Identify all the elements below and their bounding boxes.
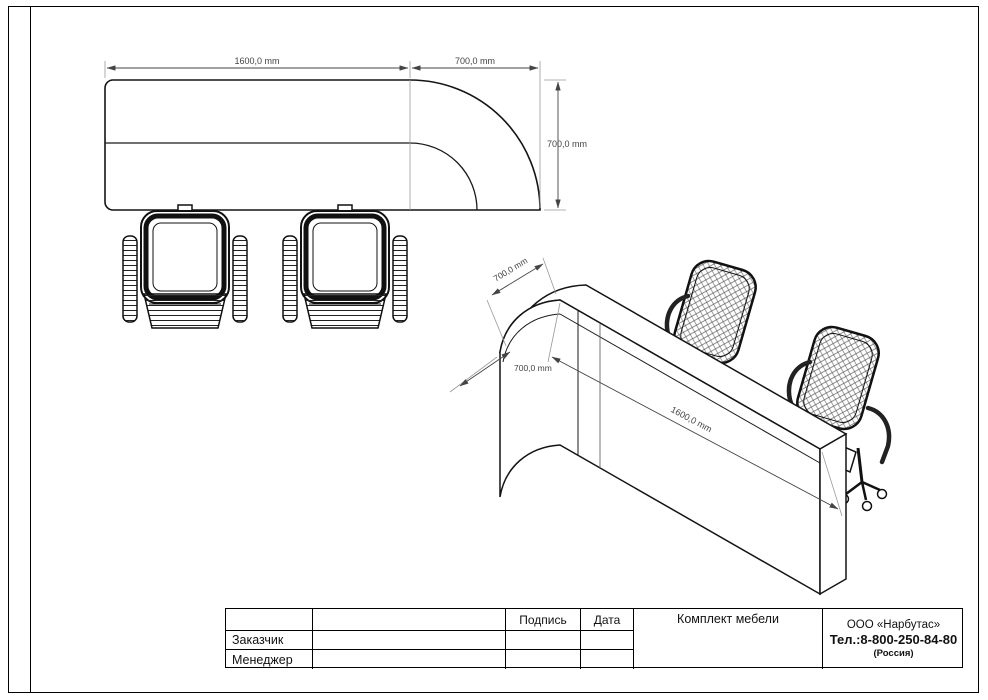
chair-caster: [861, 500, 873, 512]
manager-date-cell: [581, 650, 634, 669]
extension-line: [542, 257, 557, 295]
dimension-label: 700,0 mm: [547, 139, 587, 149]
customer-value-cell: [313, 631, 506, 650]
title-block: Подпись Дата Заказчик Менеджер Комплект …: [225, 608, 964, 669]
perspective-view: 700,0 mm 700,0 mm 1600,0 mm: [449, 255, 892, 596]
company-country: (Россия): [873, 648, 914, 659]
chair-plan-right: [283, 205, 407, 328]
manager-signature-cell: [506, 650, 581, 669]
dimension-label: 700,0 mm: [492, 255, 530, 283]
signature-column-header: Подпись: [506, 609, 581, 631]
project-title: Комплект мебели: [634, 609, 823, 669]
dimension-label: 700,0 mm: [455, 56, 495, 66]
chair-gas-lift: [856, 447, 864, 483]
company-phone: Тел.:8-800-250-84-80: [829, 632, 958, 647]
dimension-label: 700,0 mm: [514, 363, 552, 373]
customer-signature-cell: [506, 631, 581, 650]
extension-line: [449, 356, 498, 393]
chair-base-legs: [845, 480, 881, 501]
company-name: ООО «Нарбутас»: [846, 619, 941, 631]
dimension-label: 1600,0 mm: [234, 56, 279, 66]
company-info: ООО «Нарбутас» Тел.:8-800-250-84-80 (Рос…: [823, 609, 964, 669]
title-block-cell-empty: [313, 609, 506, 631]
desk-plan-counter-edge: [105, 142, 478, 211]
manager-label: Менеджер: [226, 650, 313, 669]
chair-plan-left: [123, 205, 247, 328]
desk-plan-outline: [104, 79, 541, 211]
chair-armrest: [865, 405, 892, 465]
binding-margin-line: [30, 6, 31, 693]
chair-caster: [876, 488, 888, 500]
extension-line: [486, 299, 507, 347]
dimension-line-depth-top: [491, 263, 544, 296]
dimension-line-depth-front: [459, 351, 511, 387]
extension-line: [547, 302, 561, 363]
dimension-line-length: [551, 356, 839, 510]
plan-view: 1600,0 mm 700,0 mm 700,0 mm: [104, 56, 587, 328]
customer-date-cell: [581, 631, 634, 650]
manager-value-cell: [313, 650, 506, 669]
sheet-border: [8, 6, 979, 693]
customer-label: Заказчик: [226, 631, 313, 650]
date-column-header: Дата: [581, 609, 634, 631]
chair-iso-left: [664, 259, 757, 365]
title-block-cell-empty: [226, 609, 313, 631]
